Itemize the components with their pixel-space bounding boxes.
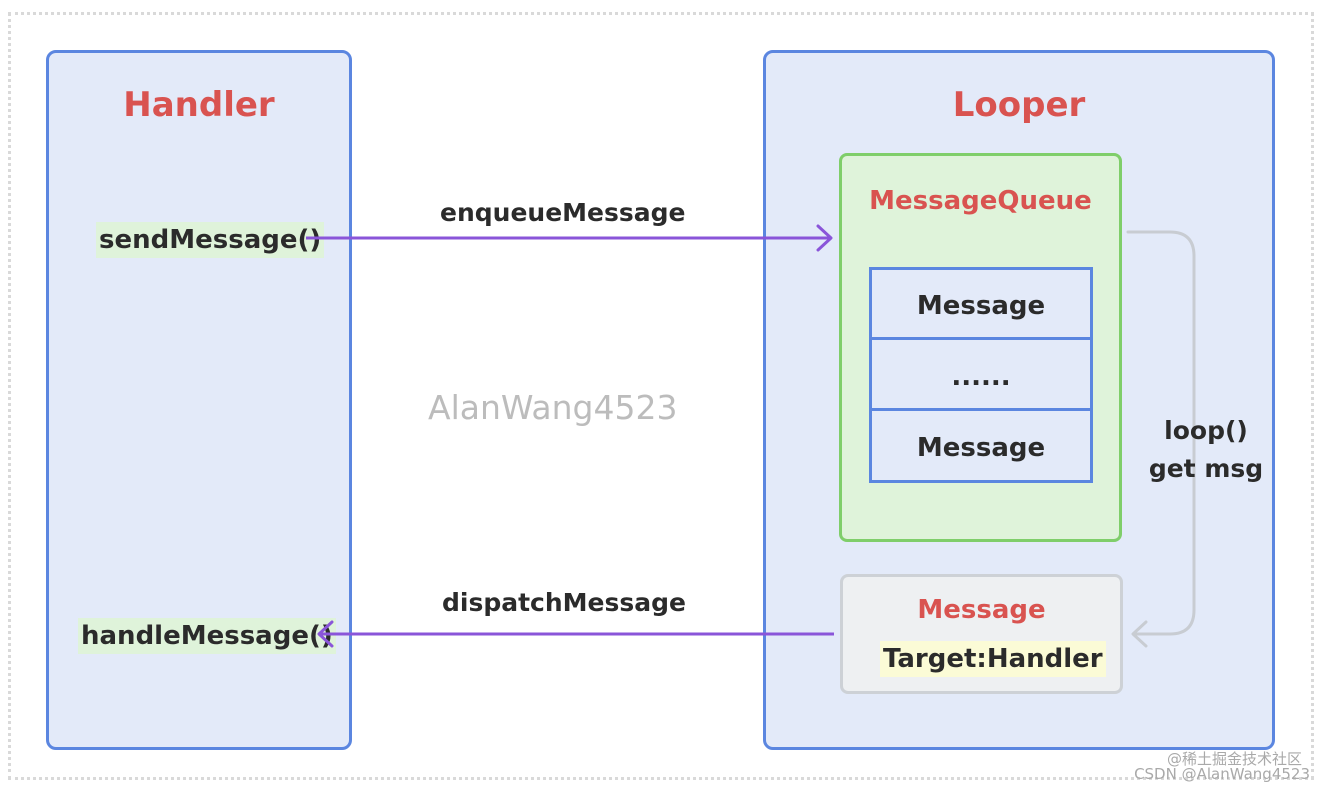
handler-title: Handler xyxy=(123,85,275,125)
message-queue-title: MessageQueue xyxy=(869,186,1092,216)
diagram-frame xyxy=(8,12,1314,780)
target-message-box: Message Target:Handler xyxy=(840,574,1123,694)
dispatch-arrow xyxy=(317,620,834,648)
handle-message-method: handleMessage() xyxy=(78,618,336,654)
credit-line-2: CSDN @AlanWang4523 xyxy=(1134,765,1310,783)
queue-message-item: Message xyxy=(869,267,1093,340)
watermark-text: AlanWang4523 xyxy=(428,388,678,427)
target-handler-label: Target:Handler xyxy=(880,641,1106,677)
loop-label-line-2: get msg xyxy=(1148,454,1264,483)
loop-label: loop() get msg xyxy=(1146,412,1266,488)
dispatch-message-label: dispatchMessage xyxy=(442,588,686,617)
credit-line-1: @稀土掘金技术社区 xyxy=(1166,750,1302,768)
queue-message-item: Message xyxy=(869,408,1093,483)
loop-arrow xyxy=(1126,230,1196,648)
enqueue-arrow xyxy=(306,224,833,252)
queue-ellipsis-item: ...... xyxy=(869,337,1093,411)
send-message-method: sendMessage() xyxy=(96,222,325,258)
enqueue-message-label: enqueueMessage xyxy=(440,198,686,227)
looper-title: Looper xyxy=(952,85,1086,125)
loop-label-line-1: loop() xyxy=(1164,416,1248,445)
target-message-title: Message xyxy=(917,595,1046,625)
